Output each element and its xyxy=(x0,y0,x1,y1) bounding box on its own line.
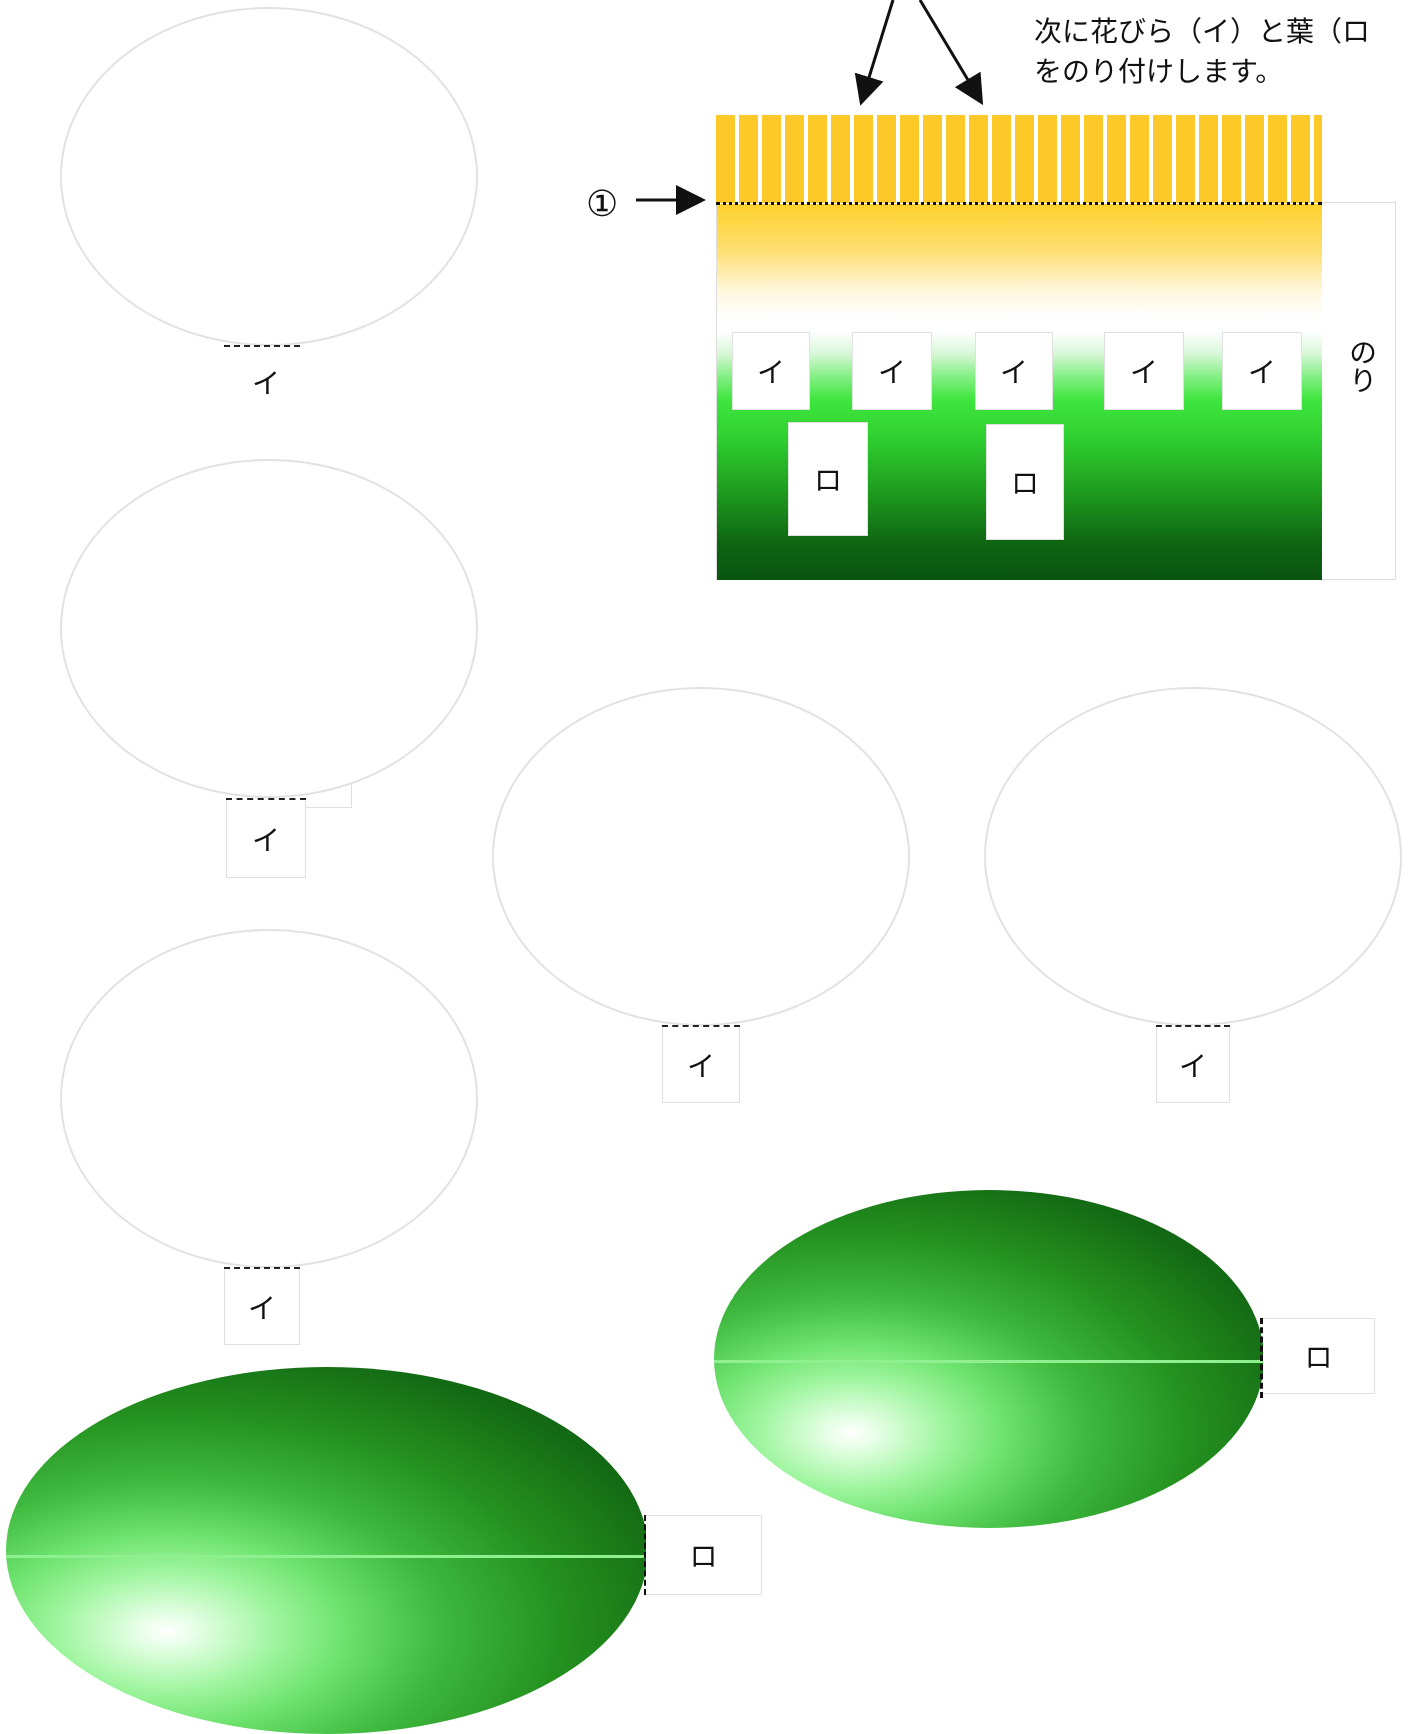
leaf-vein-2 xyxy=(6,1555,648,1558)
petal-outline-2 xyxy=(60,459,478,798)
petal-outline-5 xyxy=(60,929,478,1268)
petal-tab-2: イ xyxy=(226,800,306,878)
arrow-left xyxy=(862,0,893,100)
petal-outline-3 xyxy=(492,687,910,1026)
band-tab-i-2: イ xyxy=(852,332,932,410)
petal-outline-4 xyxy=(984,687,1402,1026)
petal-tab-4: イ xyxy=(1156,1027,1230,1103)
band-tab-i-1: イ xyxy=(732,332,810,410)
fold-line xyxy=(716,202,1322,205)
petal-tab-label-1: イ xyxy=(236,362,296,402)
leaf-tab-2: ロ xyxy=(646,1515,762,1595)
petal-tab-5: イ xyxy=(224,1269,300,1345)
leaf-shape-1 xyxy=(714,1190,1264,1528)
arrow-right xyxy=(920,0,980,100)
band-tab-ro-1: ロ xyxy=(788,422,868,536)
petal-outline-1 xyxy=(60,7,478,346)
band-tab-i-5: イ xyxy=(1222,332,1302,410)
band-tab-ro-2: ロ xyxy=(986,424,1064,540)
petal-fold-line-1 xyxy=(224,345,300,347)
step-marker: ① xyxy=(586,184,618,225)
leaf-vein-1 xyxy=(714,1360,1264,1363)
band-tab-i-4: イ xyxy=(1104,332,1184,410)
band-tab-i-3: イ xyxy=(975,332,1053,410)
fringe-strip xyxy=(716,115,1322,203)
petal-tab-3: イ xyxy=(662,1027,740,1103)
leaf-shape-2 xyxy=(6,1367,648,1734)
glue-label: のり xyxy=(1346,338,1376,394)
leaf-tab-1: ロ xyxy=(1263,1318,1375,1394)
